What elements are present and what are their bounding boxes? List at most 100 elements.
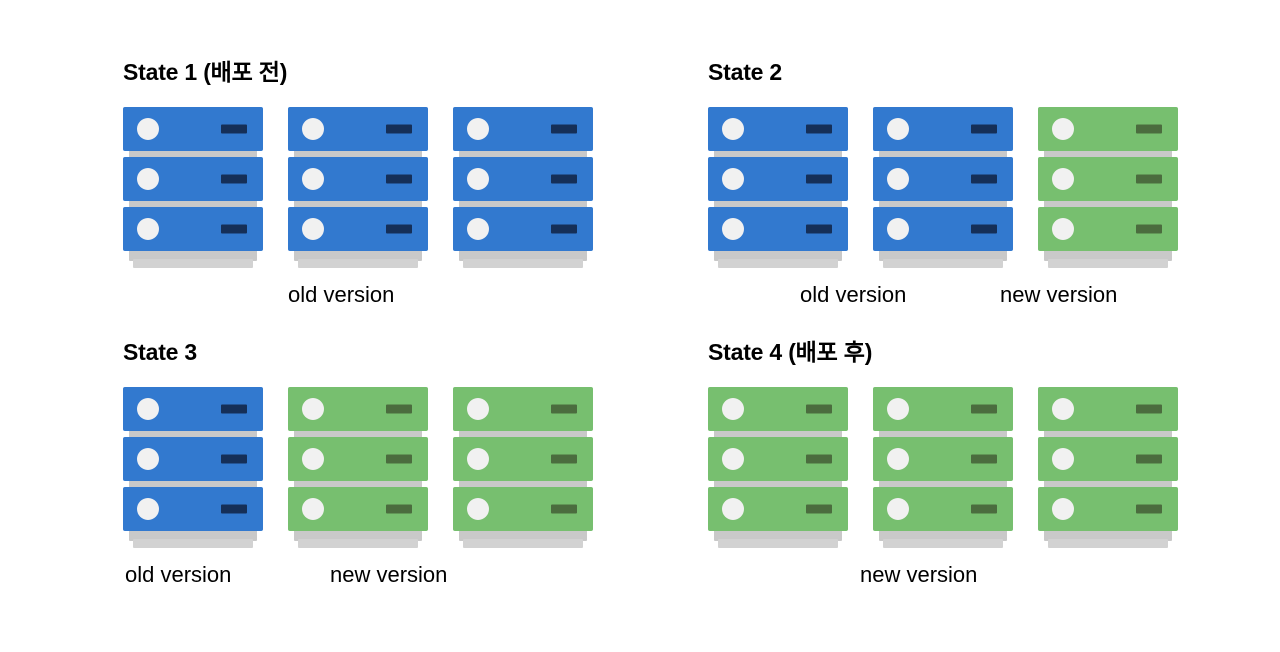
server-unit-wrapper bbox=[123, 387, 263, 442]
server-unit-wrapper bbox=[708, 437, 848, 492]
status-led-icon bbox=[1052, 168, 1074, 191]
drive-slot-icon bbox=[221, 124, 247, 134]
drive-slot-icon bbox=[1136, 504, 1162, 514]
server-unit-wrapper bbox=[288, 107, 428, 162]
drive-slot-icon bbox=[806, 454, 832, 464]
server-rack bbox=[708, 107, 848, 270]
rack-base-shadow bbox=[288, 257, 428, 270]
rack-group-state-1 bbox=[123, 107, 683, 270]
server-unit-new-version bbox=[1038, 157, 1178, 202]
status-led-icon bbox=[887, 168, 909, 191]
drive-slot-icon bbox=[971, 124, 997, 134]
status-led-icon bbox=[137, 168, 159, 191]
rack-group-state-3 bbox=[123, 387, 683, 550]
server-unit-new-version bbox=[1038, 387, 1178, 432]
drive-slot-icon bbox=[551, 454, 577, 464]
status-led-icon bbox=[302, 218, 324, 241]
server-unit-wrapper bbox=[708, 387, 848, 442]
status-led-icon bbox=[137, 118, 159, 141]
server-unit-wrapper bbox=[123, 207, 263, 262]
server-unit-new-version bbox=[288, 387, 428, 432]
server-unit-new-version bbox=[873, 387, 1013, 432]
drive-slot-icon bbox=[806, 504, 832, 514]
drive-slot-icon bbox=[1136, 404, 1162, 414]
drive-slot-icon bbox=[1136, 454, 1162, 464]
status-led-icon bbox=[302, 498, 324, 521]
drive-slot-icon bbox=[806, 124, 832, 134]
version-caption: old version bbox=[800, 282, 907, 308]
server-unit-wrapper bbox=[1038, 387, 1178, 442]
drive-slot-icon bbox=[551, 504, 577, 514]
drive-slot-icon bbox=[551, 174, 577, 184]
server-unit-new-version bbox=[1038, 107, 1178, 152]
drive-slot-icon bbox=[806, 404, 832, 414]
drive-slot-icon bbox=[971, 224, 997, 234]
status-led-icon bbox=[467, 168, 489, 191]
server-unit-wrapper bbox=[708, 107, 848, 162]
server-unit-wrapper bbox=[1038, 107, 1178, 162]
status-led-icon bbox=[722, 168, 744, 191]
rack-base-shadow bbox=[1038, 537, 1178, 550]
caption-group-state-4: new version bbox=[708, 558, 1268, 592]
status-led-icon bbox=[467, 218, 489, 241]
drive-slot-icon bbox=[971, 454, 997, 464]
server-unit-old-version bbox=[708, 157, 848, 202]
drive-slot-icon bbox=[386, 504, 412, 514]
server-unit-old-version bbox=[288, 157, 428, 202]
rack-base-shadow bbox=[123, 257, 263, 270]
server-rack bbox=[123, 107, 263, 270]
status-led-icon bbox=[887, 218, 909, 241]
server-unit-old-version bbox=[873, 157, 1013, 202]
status-led-icon bbox=[722, 448, 744, 471]
server-unit-wrapper bbox=[1038, 207, 1178, 262]
server-unit-wrapper bbox=[453, 387, 593, 442]
server-unit-wrapper bbox=[453, 207, 593, 262]
server-unit-wrapper bbox=[708, 207, 848, 262]
server-unit-old-version bbox=[123, 107, 263, 152]
server-unit-wrapper bbox=[873, 207, 1013, 262]
server-unit-wrapper bbox=[1038, 157, 1178, 212]
server-unit-old-version bbox=[453, 207, 593, 252]
server-unit-old-version bbox=[123, 437, 263, 482]
rack-group-state-4 bbox=[708, 387, 1268, 550]
server-rack bbox=[1038, 387, 1178, 550]
status-led-icon bbox=[887, 498, 909, 521]
server-rack bbox=[1038, 107, 1178, 270]
server-unit-new-version bbox=[708, 487, 848, 532]
drive-slot-icon bbox=[971, 174, 997, 184]
server-rack bbox=[288, 387, 428, 550]
version-caption: new version bbox=[1000, 282, 1118, 308]
drive-slot-icon bbox=[971, 404, 997, 414]
server-unit-wrapper bbox=[453, 487, 593, 542]
rack-base-shadow bbox=[708, 257, 848, 270]
rack-base-shadow bbox=[1038, 257, 1178, 270]
panel-title-state-4: State 4 (배포 후) bbox=[708, 339, 873, 365]
server-unit-new-version bbox=[1038, 437, 1178, 482]
status-led-icon bbox=[302, 448, 324, 471]
panel-title-state-1: State 1 (배포 전) bbox=[123, 59, 288, 85]
drive-slot-icon bbox=[221, 454, 247, 464]
status-led-icon bbox=[722, 498, 744, 521]
version-caption: new version bbox=[860, 562, 978, 588]
server-unit-new-version bbox=[453, 487, 593, 532]
status-led-icon bbox=[137, 498, 159, 521]
drive-slot-icon bbox=[386, 454, 412, 464]
status-led-icon bbox=[1052, 498, 1074, 521]
server-unit-old-version bbox=[708, 207, 848, 252]
server-unit-new-version bbox=[288, 437, 428, 482]
server-unit-wrapper bbox=[288, 207, 428, 262]
server-unit-new-version bbox=[288, 487, 428, 532]
server-unit-new-version bbox=[453, 437, 593, 482]
caption-group-state-1: old version bbox=[123, 278, 683, 312]
status-led-icon bbox=[887, 398, 909, 421]
status-led-icon bbox=[1052, 398, 1074, 421]
server-rack bbox=[873, 107, 1013, 270]
server-rack bbox=[288, 107, 428, 270]
drive-slot-icon bbox=[1136, 174, 1162, 184]
server-unit-new-version bbox=[708, 437, 848, 482]
version-caption: new version bbox=[330, 562, 448, 588]
server-unit-old-version bbox=[873, 107, 1013, 152]
panel-title-state-3: State 3 bbox=[123, 339, 198, 365]
